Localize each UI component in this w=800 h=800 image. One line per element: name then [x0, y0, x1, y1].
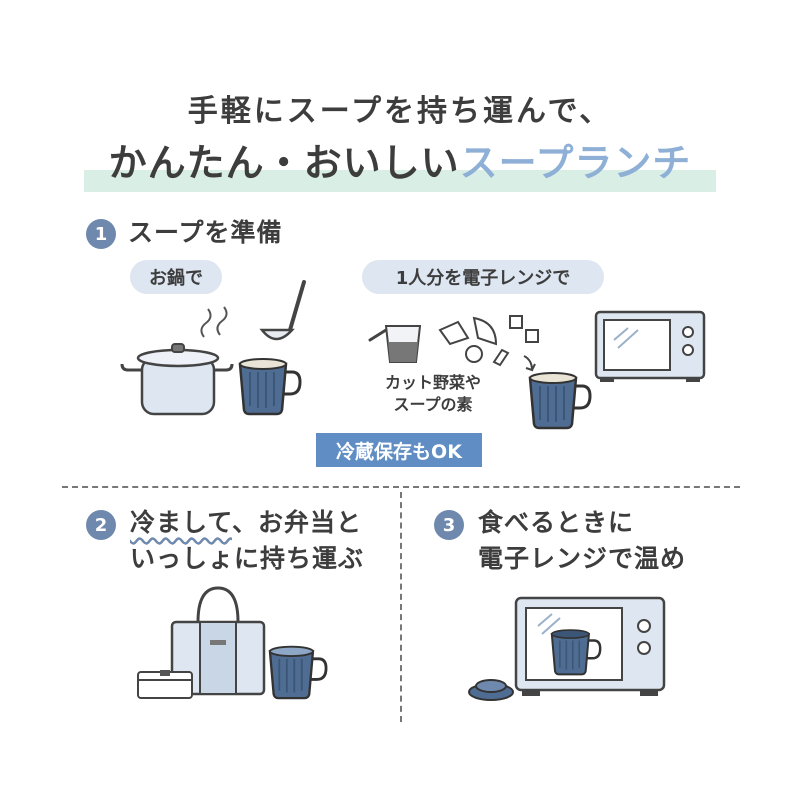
step3-number: 3	[434, 510, 464, 540]
ingredient-note: カット野菜や スープの素	[374, 372, 492, 416]
step1-title: スープを準備	[128, 218, 283, 247]
step2-number: 2	[86, 510, 116, 540]
vegetable-pieces-icon	[438, 315, 539, 372]
soup-cup-icon	[268, 645, 328, 700]
headline-line1: 手軽にスープを持ち運んで、	[187, 94, 613, 129]
pot-icon	[120, 343, 234, 416]
cup-lid-icon	[468, 679, 514, 701]
headline-line2: かんたん・おいしいスープランチ	[0, 132, 800, 187]
step3-title-line2: 電子レンジで温め	[478, 544, 687, 573]
soup-cup-icon	[528, 372, 592, 430]
step2-underlined-word: 冷まして	[130, 508, 233, 537]
ingredient-note-line2: スープの素	[393, 395, 473, 414]
step1-number: 1	[86, 219, 116, 249]
step2-title-line2: いっしょに持ち運ぶ	[130, 544, 365, 573]
headline-accent-text: スープランチ	[459, 141, 692, 185]
fridge-storage-badge: 冷蔵保存もOK	[316, 433, 482, 467]
step3-title: 食べるときに 電子レンジで温め	[478, 505, 686, 577]
soup-cup-icon	[550, 629, 602, 676]
vertical-divider	[400, 492, 402, 722]
lunch-bag-icon	[170, 586, 266, 696]
pot-method-pill: お鍋で	[130, 260, 222, 294]
step2-title: 冷まして、お弁当と いっしょに持ち運ぶ	[130, 505, 364, 577]
measuring-cup-icon	[368, 325, 422, 363]
microwave-method-pill: 1人分を電子レンジで	[362, 260, 604, 294]
microwave-icon	[594, 310, 706, 382]
headline-highlight-band	[84, 170, 716, 192]
soup-cup-icon	[238, 358, 302, 416]
ingredient-note-line1: カット野菜や	[384, 373, 481, 392]
step3-title-line1: 食べるときに	[478, 508, 635, 537]
bento-box-icon	[137, 670, 193, 699]
steam-icon	[200, 306, 228, 338]
headline-plain-text: かんたん・おいしい	[108, 141, 460, 185]
step2-title-rest: 、お弁当と	[232, 508, 363, 537]
ladle-icon	[259, 280, 306, 341]
horizontal-divider	[62, 486, 740, 488]
